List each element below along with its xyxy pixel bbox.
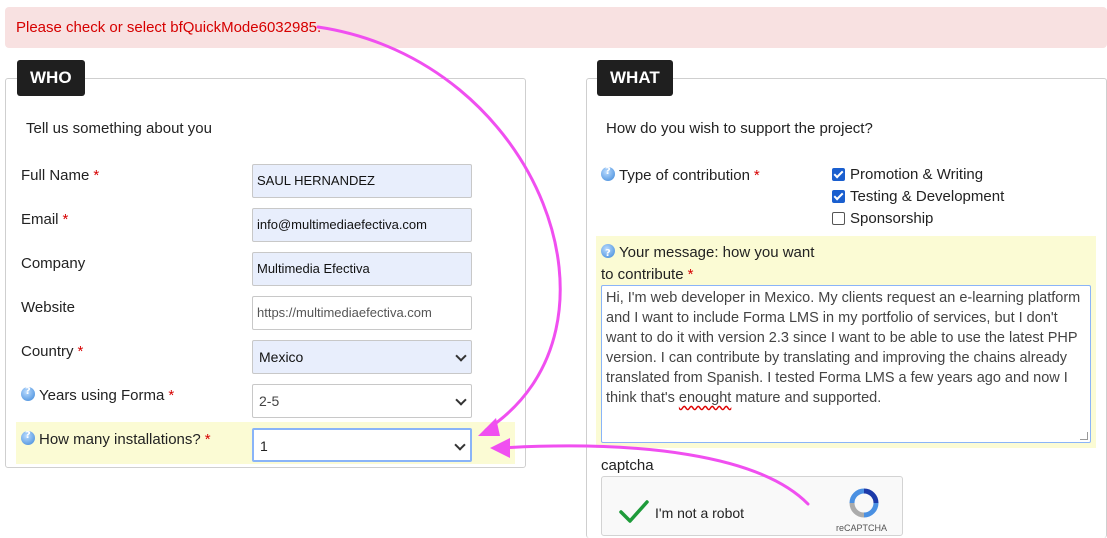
recaptcha-logo-icon [849,488,879,518]
alert-message: Please check or select bfQuickMode603298… [16,19,322,36]
email-input[interactable]: info@multimediaefectiva.com [252,208,472,242]
checkbox-testing[interactable] [832,190,845,203]
website-input[interactable]: https://multimediaefectiva.com [252,296,472,330]
checkbox-promotion-label[interactable]: Promotion & Writing [850,166,984,183]
years-select[interactable]: 2-5 [252,384,472,418]
checkbox-sponsorship[interactable] [832,212,845,225]
years-label: Years using Forma* [21,386,174,404]
what-intro: How do you wish to support the project? [606,120,873,137]
installations-label: How many installations?* [21,430,211,448]
who-legend: WHO [17,60,85,96]
contribution-label: Type of contribution* [601,166,760,184]
website-label: Website [21,299,75,316]
years-select-value: 2-5 [259,393,280,409]
what-legend: WHAT [597,60,673,96]
checkbox-sponsorship-label[interactable]: Sponsorship [850,210,934,227]
resize-handle[interactable] [1080,432,1088,440]
message-textarea[interactable]: Hi, I'm web developer in Mexico. My clie… [601,285,1091,443]
chevron-down-icon [455,350,467,362]
country-select-value: Mexico [259,349,304,365]
company-input[interactable]: Multimedia Efectiva [252,252,472,286]
email-label: Email* [21,211,69,228]
help-icon[interactable] [21,430,35,445]
country-select[interactable]: Mexico [252,340,472,374]
chevron-down-icon [454,439,466,451]
full-name-input[interactable]: SAUL HERNANDEZ [252,164,472,198]
message-label: Your message: how you want to contribute… [601,242,814,286]
country-label: Country* [21,343,84,360]
recaptcha-widget[interactable]: I'm not a robot reCAPTCHA [601,476,903,536]
installations-select[interactable]: 1 [252,428,472,462]
chevron-down-icon [455,394,467,406]
recaptcha-brand: reCAPTCHA [836,523,888,533]
full-name-label: Full Name* [21,167,100,184]
who-intro: Tell us something about you [26,120,212,137]
checkbox-testing-label[interactable]: Testing & Development [850,188,1005,205]
company-label: Company [21,255,86,272]
help-icon[interactable] [21,386,35,401]
check-icon[interactable] [618,499,650,525]
checkbox-promotion[interactable] [832,168,845,181]
captcha-checkbox-text: I'm not a robot [655,505,745,521]
help-icon[interactable] [601,243,615,265]
captcha-label: captcha [601,457,654,474]
validation-alert: Please check or select bfQuickMode603298… [5,7,1107,48]
misspelled-word: enought [678,390,732,406]
help-icon[interactable] [601,166,615,181]
installations-select-value: 1 [260,438,268,454]
